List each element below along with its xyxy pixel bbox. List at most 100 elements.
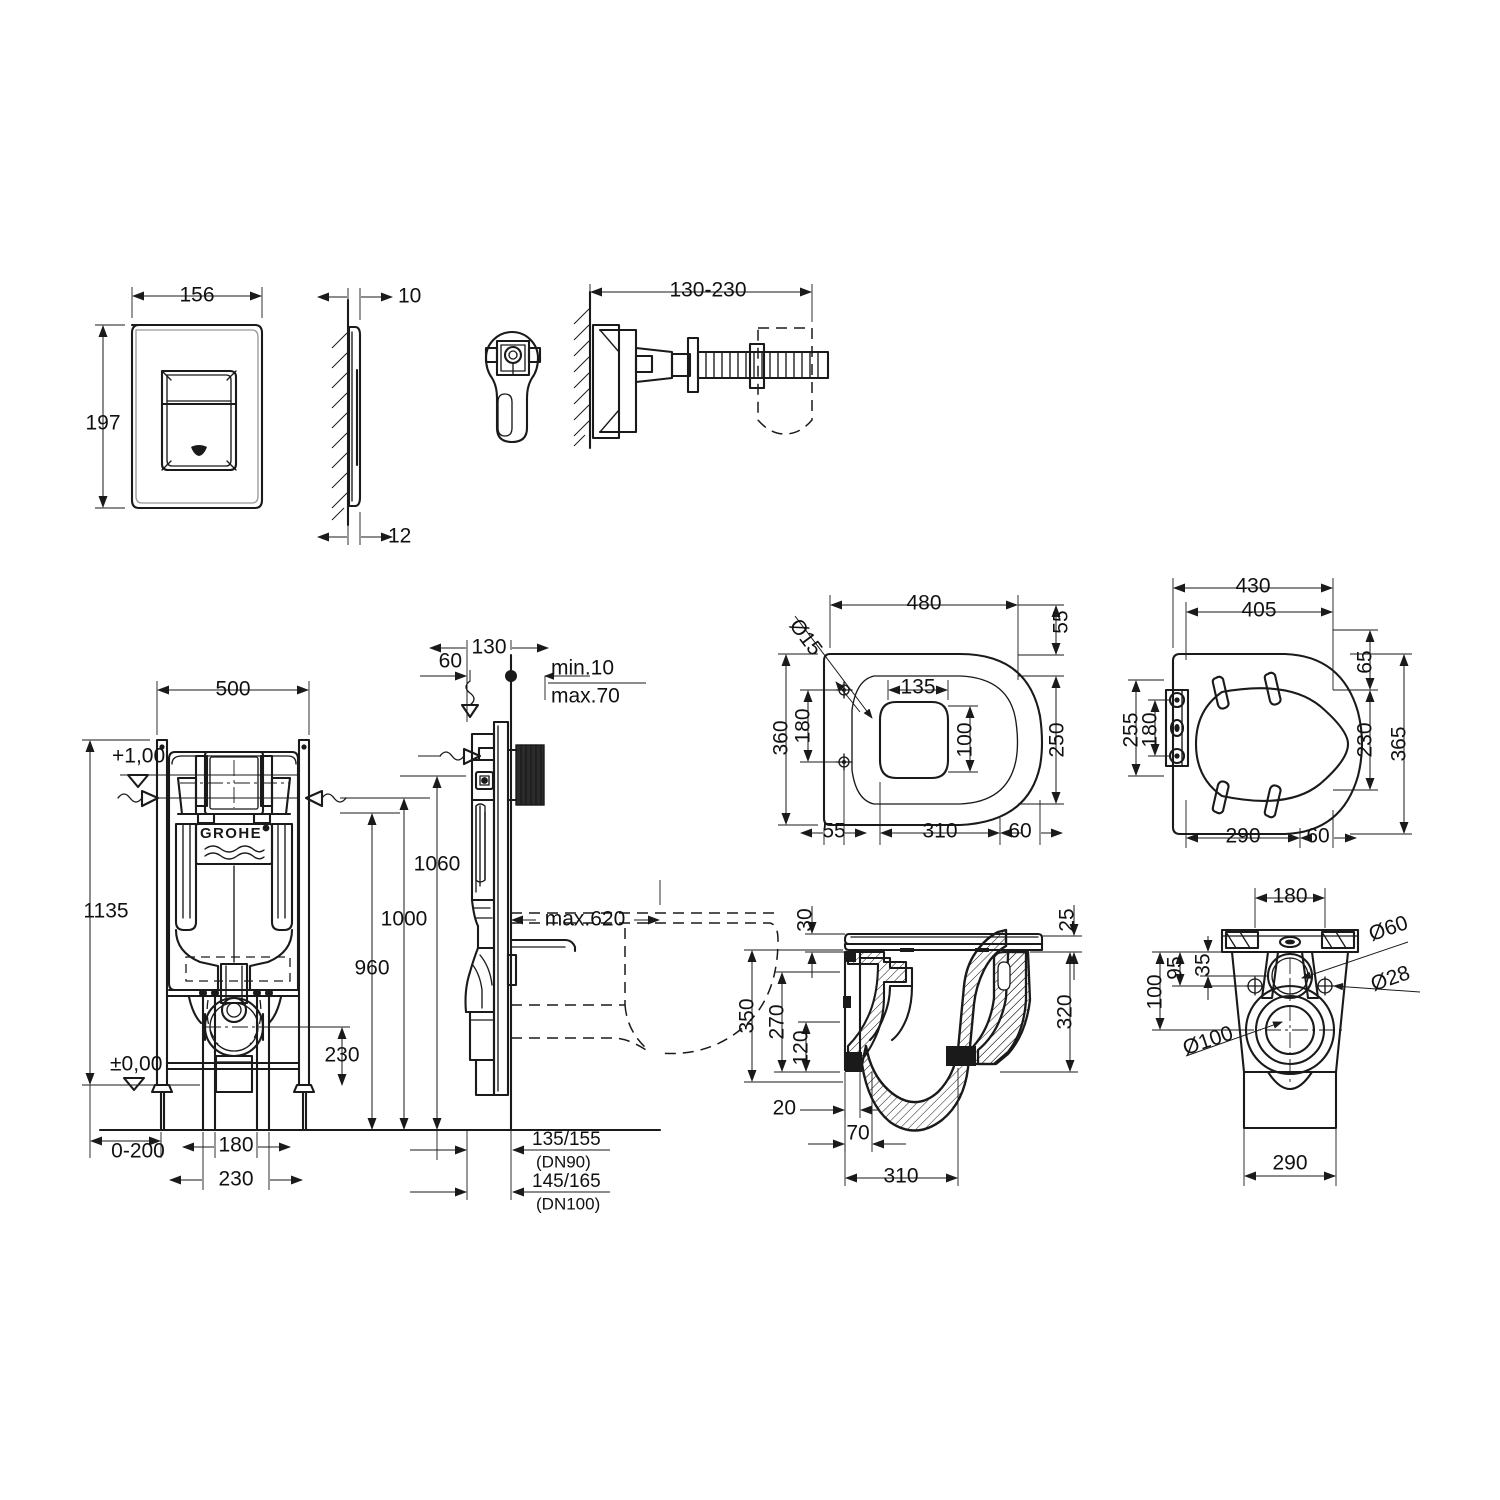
- dim-label-dn90: 135/155: [532, 1129, 601, 1150]
- dim-label-wall-max: max.70: [551, 685, 620, 708]
- dim-h1000: 1000: [340, 797, 430, 1130]
- dim-label-plate-height: 197: [85, 412, 120, 435]
- dim-label-pan-bolt-spacing: 180: [792, 708, 815, 743]
- dim-label-flush-dia: Ø60: [1366, 911, 1411, 946]
- dim-label-bolt-depth: 70: [846, 1122, 869, 1145]
- dim-seat-hinge-width: 255: [1120, 679, 1164, 777]
- dim-label-pan-width: 360: [770, 720, 793, 755]
- dim-label-h960: 960: [354, 957, 389, 980]
- dim-pan-aperture-h: 100: [948, 705, 978, 773]
- dim-h960: 960: [340, 812, 400, 1130]
- dim-label-rear-bolt-spacing: 180: [1272, 885, 1307, 908]
- dim-label-seat-length: 430: [1235, 575, 1270, 598]
- dim-plate-width: 156: [131, 284, 263, 318]
- grohe-wordmark: GROHE: [200, 825, 262, 842]
- dim-rear-h: 320: [1000, 951, 1078, 1073]
- dim-label-trap-h: 120: [790, 1030, 813, 1065]
- dim-label-dn100-note: (DN100): [536, 1194, 600, 1213]
- dim-pan-aperture-w: 135: [887, 676, 949, 700]
- seat-buffer-slots: [1211, 671, 1282, 819]
- dim-label-seat-inner-length: 405: [1241, 599, 1276, 622]
- dim-label-h1060: 1060: [414, 853, 461, 876]
- dim-label-rear-h35: 35: [1192, 953, 1215, 976]
- dim-max620: max.620: [510, 880, 661, 931]
- view-frame-front: GROHE: [82, 678, 662, 1191]
- dim-rim-thk: 30: [794, 906, 845, 978]
- dim-label-pan-aperture-h: 100: [954, 722, 977, 757]
- dim-frame-width: 500: [156, 678, 310, 735]
- wall-hatching-bracket: [573, 308, 590, 447]
- view-flush-plate-side: 10 12: [317, 285, 421, 548]
- dim-h1060: 1060: [400, 775, 466, 1130]
- dim-label-pan-length: 480: [906, 592, 941, 615]
- dim-dn100: 145/165 (DN100): [510, 1158, 610, 1213]
- level-marker-zero: ±0,00: [108, 1053, 200, 1092]
- dim-label-plate-side-bottom: 12: [388, 525, 411, 548]
- dim-pan-bottom-row: 55 310 60: [800, 768, 1063, 845]
- dim-label-outlet-180: 180: [218, 1134, 253, 1157]
- rear-bolt-holes: [1245, 976, 1335, 996]
- dim-seat-width: 365: [1350, 653, 1412, 835]
- dim-label-rear-h: 320: [1054, 994, 1077, 1029]
- bracket-body: [591, 323, 674, 440]
- water-connection-symbols: [117, 789, 347, 808]
- dim-section-overall-h: 350: [736, 949, 843, 1083]
- dim-bolt-offset: 20: [773, 1072, 878, 1120]
- dim-seat-bottom-row: 290 60: [1185, 800, 1357, 848]
- dim-label-pan-rear-offset: 60: [1008, 820, 1031, 843]
- dim-seat-thk: 25: [1042, 905, 1082, 980]
- dim-label-rear-h95: 95: [1164, 956, 1187, 979]
- dim-label-section-length: 310: [883, 1165, 918, 1188]
- dim-dn90: 135/155 (DN90): [510, 1129, 610, 1171]
- dim-label-pan-mid-length: 310: [922, 820, 957, 843]
- dim-trap-h: 120: [790, 1021, 840, 1073]
- dim-label-max620: max.620: [545, 908, 626, 931]
- dim-section-length: 310: [844, 1068, 959, 1188]
- view-seat-plan: 430 405 255 180 65: [1120, 575, 1412, 848]
- view-wall-bracket: 130-230: [484, 279, 830, 450]
- dim-pan-length: 480: [829, 592, 1019, 680]
- dim-label-bowl-h: 270: [766, 1004, 789, 1039]
- dim-pan-bolt-spacing: 180: [792, 689, 844, 763]
- dim-label-bolt-offset: 20: [773, 1097, 796, 1120]
- dim-bolt-depth: 70: [808, 1072, 906, 1152]
- dim-label-seat-opening: 230: [1354, 722, 1377, 757]
- dim-seat-opening: 230: [1333, 689, 1378, 791]
- dim-side-offset: 60: [420, 650, 468, 722]
- dim-rear-width: 290: [1243, 1128, 1337, 1186]
- rear-top-flange: [1220, 928, 1360, 954]
- frame-side-body: [464, 720, 545, 1097]
- dim-label-foot-adjust: 0-200: [111, 1140, 165, 1163]
- wall-hatching: [331, 332, 348, 521]
- section-bowl: [843, 928, 1032, 1132]
- dim-plate-side-top: 10: [317, 285, 421, 320]
- dim-label-seat-thk: 25: [1056, 908, 1079, 931]
- dim-label-frame-height: 1135: [83, 900, 128, 923]
- dim-label-section-overall-h: 350: [736, 998, 759, 1033]
- pan-support-rail-dashed: [185, 956, 291, 982]
- seat-hinge-block: [1164, 688, 1190, 768]
- dim-seat-length: 430: [1172, 575, 1334, 690]
- dim-label-plate-width: 156: [179, 284, 214, 307]
- dim-bowl-h: 270: [766, 971, 840, 1073]
- dim-label-bolt-dia: Ø15: [785, 615, 827, 661]
- dim-label-dn100: 145/165: [532, 1171, 601, 1192]
- dim-label-wall-min: min.10: [551, 657, 614, 680]
- dim-outlet-180: 180: [182, 1132, 291, 1158]
- dim-label-pan-front-offset: 55: [822, 820, 845, 843]
- view-frame-side: 130 60 min.10 max.70 1060 1000: [340, 636, 779, 1213]
- dim-label-seat-top-gap: 65: [1354, 650, 1377, 673]
- dim-label-pan-top-offset: 55: [1050, 610, 1073, 633]
- dim-label-rear-width: 290: [1272, 1152, 1307, 1175]
- rear-waste-outlet: [1238, 978, 1342, 1082]
- dim-pan-width: 360: [770, 653, 818, 826]
- dim-label-pan-inner-len: 250: [1046, 722, 1069, 757]
- dim-label-seat-rear-offset: 60: [1306, 825, 1329, 848]
- dim-label-side-offset: 60: [439, 650, 462, 673]
- pan-profile-dashed: [509, 912, 779, 1055]
- dim-label-outlet-230: 230: [218, 1168, 253, 1191]
- fixing-bolt-holes: [835, 681, 853, 771]
- dim-rear-h35: 35: [1192, 936, 1268, 1000]
